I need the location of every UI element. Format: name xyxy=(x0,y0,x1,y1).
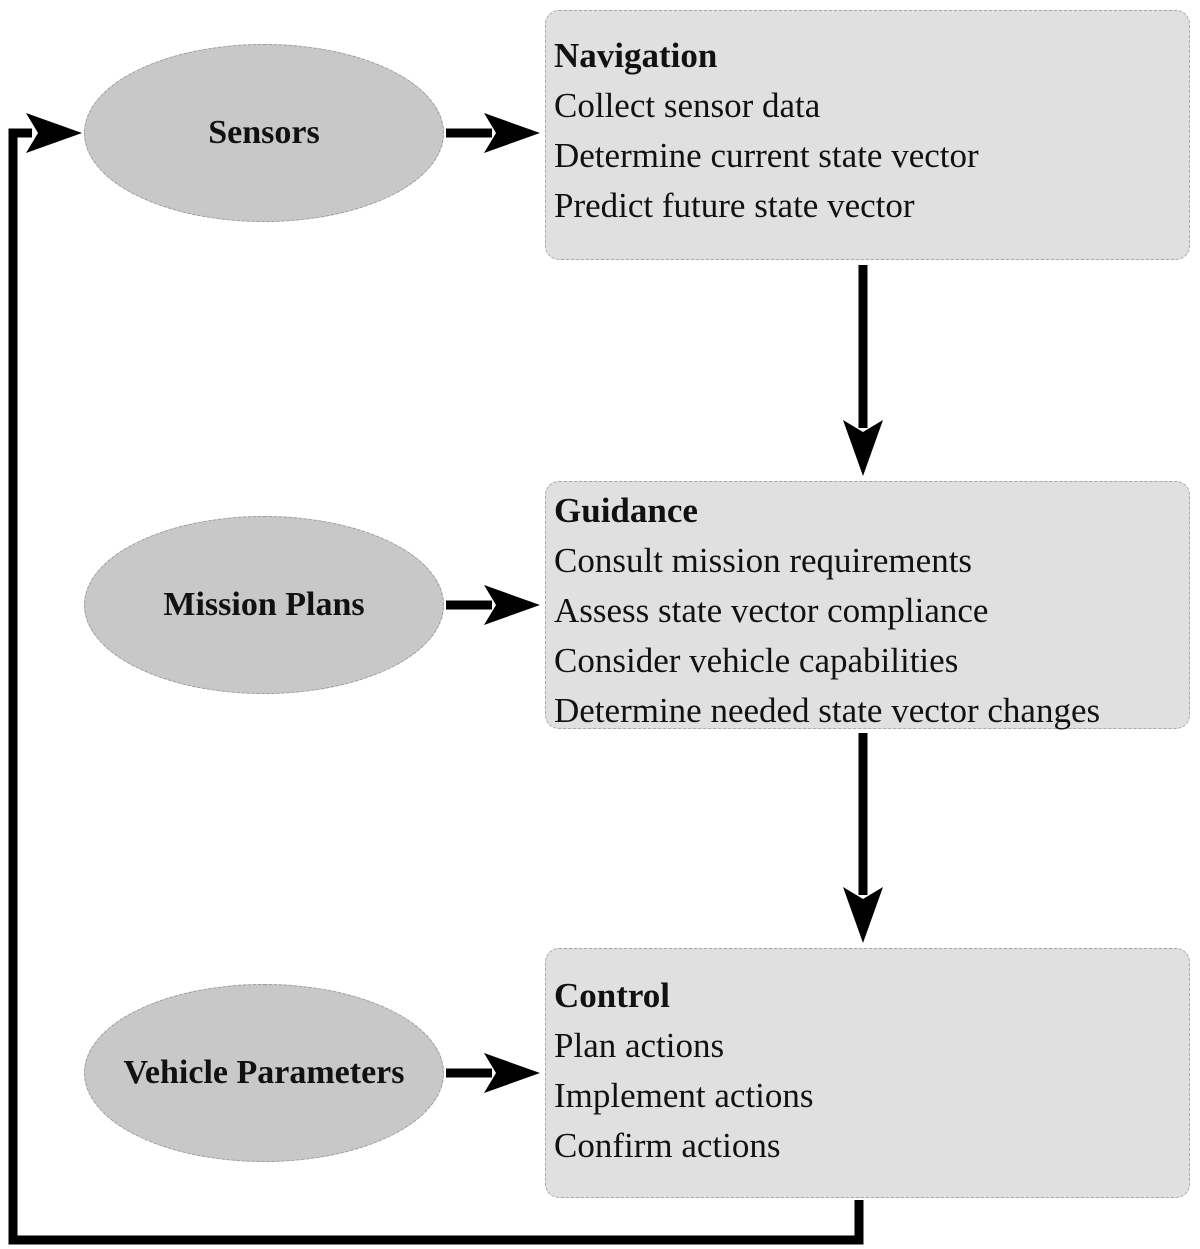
guidance-item: Determine needed state vector changes xyxy=(554,691,1101,730)
guidance-item: Consider vehicle capabilities xyxy=(554,641,959,680)
arrow-guidance-to-control xyxy=(843,733,883,943)
navigation-item: Determine current state vector xyxy=(554,136,979,175)
guidance-box: Guidance Consult mission requirements As… xyxy=(545,481,1190,730)
vehicle-parameters-node: Vehicle Parameters xyxy=(84,984,444,1162)
guidance-title: Guidance xyxy=(554,491,698,530)
control-item: Implement actions xyxy=(554,1076,814,1115)
control-item: Plan actions xyxy=(554,1026,725,1065)
arrow-sensors-to-navigation xyxy=(446,113,540,153)
control-title: Control xyxy=(554,976,671,1015)
arrow-vehicle-parameters-to-control xyxy=(446,1053,540,1093)
arrow-mission-plans-to-guidance xyxy=(446,585,540,625)
navigation-item: Predict future state vector xyxy=(554,186,915,225)
guidance-item: Assess state vector compliance xyxy=(554,591,989,630)
sensors-label: Sensors xyxy=(208,114,320,151)
sensors-node: Sensors xyxy=(84,44,444,222)
control-box: Control Plan actions Implement actions C… xyxy=(545,948,1190,1198)
control-item: Confirm actions xyxy=(554,1126,781,1165)
navigation-item: Collect sensor data xyxy=(554,86,821,125)
mission-plans-label: Mission Plans xyxy=(163,586,365,623)
guidance-item: Consult mission requirements xyxy=(554,541,973,580)
arrow-feedback-loop xyxy=(8,113,864,1245)
arrow-navigation-to-guidance xyxy=(843,265,883,476)
navigation-title: Navigation xyxy=(554,36,718,75)
mission-plans-node: Mission Plans xyxy=(84,516,444,694)
navigation-box: Navigation Collect sensor data Determine… xyxy=(545,10,1190,260)
vehicle-parameters-label: Vehicle Parameters xyxy=(123,1054,405,1091)
